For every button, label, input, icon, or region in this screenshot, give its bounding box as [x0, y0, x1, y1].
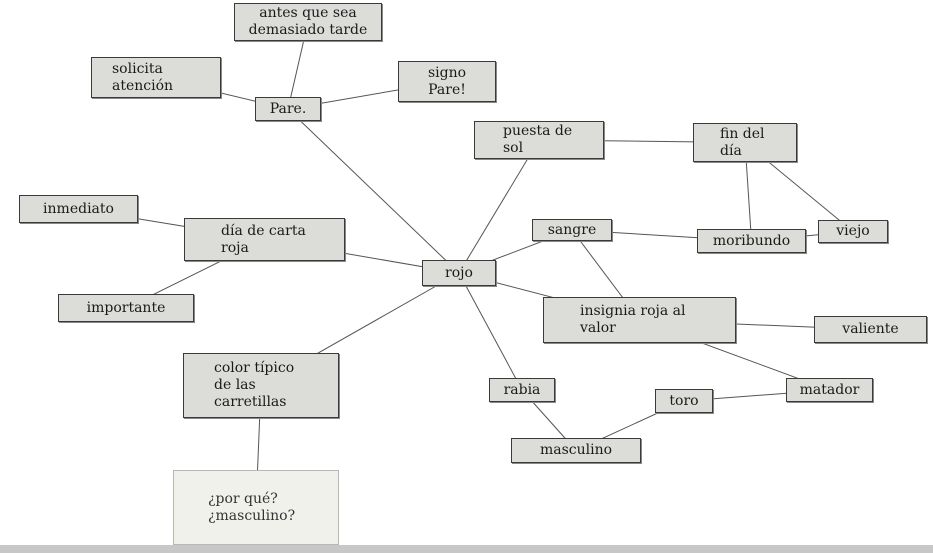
node-antes-que-sea: antes que sea demasiado tarde: [234, 3, 382, 41]
node-masculino: masculino: [511, 438, 641, 463]
edge-pare-rojo: [287, 108, 460, 274]
node-dia-de-carta-roja: día de carta roja: [184, 218, 345, 261]
node-signo-pare: signo Pare!: [398, 61, 496, 102]
node-por-que-masculino: ¿por qué? ¿masculino?: [173, 470, 339, 545]
node-rabia: rabia: [489, 378, 555, 402]
node-fin-del-dia: fin del día: [693, 123, 797, 162]
node-solicita-atencion: solicita atención: [91, 57, 221, 98]
node-puesta-de-sol: puesta de sol: [474, 121, 604, 159]
node-insignia-roja: insignia roja al valor: [543, 297, 736, 343]
node-pare: Pare.: [255, 97, 321, 121]
bottom-scroll-strip: [0, 545, 933, 553]
node-color-tipico: color típico de las carretillas: [183, 353, 339, 418]
node-importante: importante: [58, 294, 194, 322]
node-valiente: valiente: [814, 316, 927, 343]
node-toro: toro: [655, 389, 713, 413]
node-matador: matador: [786, 378, 873, 402]
node-inmediato: inmediato: [19, 195, 138, 223]
node-sangre: sangre: [532, 219, 612, 241]
node-rojo: rojo: [422, 260, 496, 286]
node-moribundo: moribundo: [697, 229, 806, 253]
edge-puesta-rojo: [458, 139, 540, 274]
edge-rojo-rabia: [458, 272, 523, 391]
node-viejo: viejo: [818, 220, 888, 243]
